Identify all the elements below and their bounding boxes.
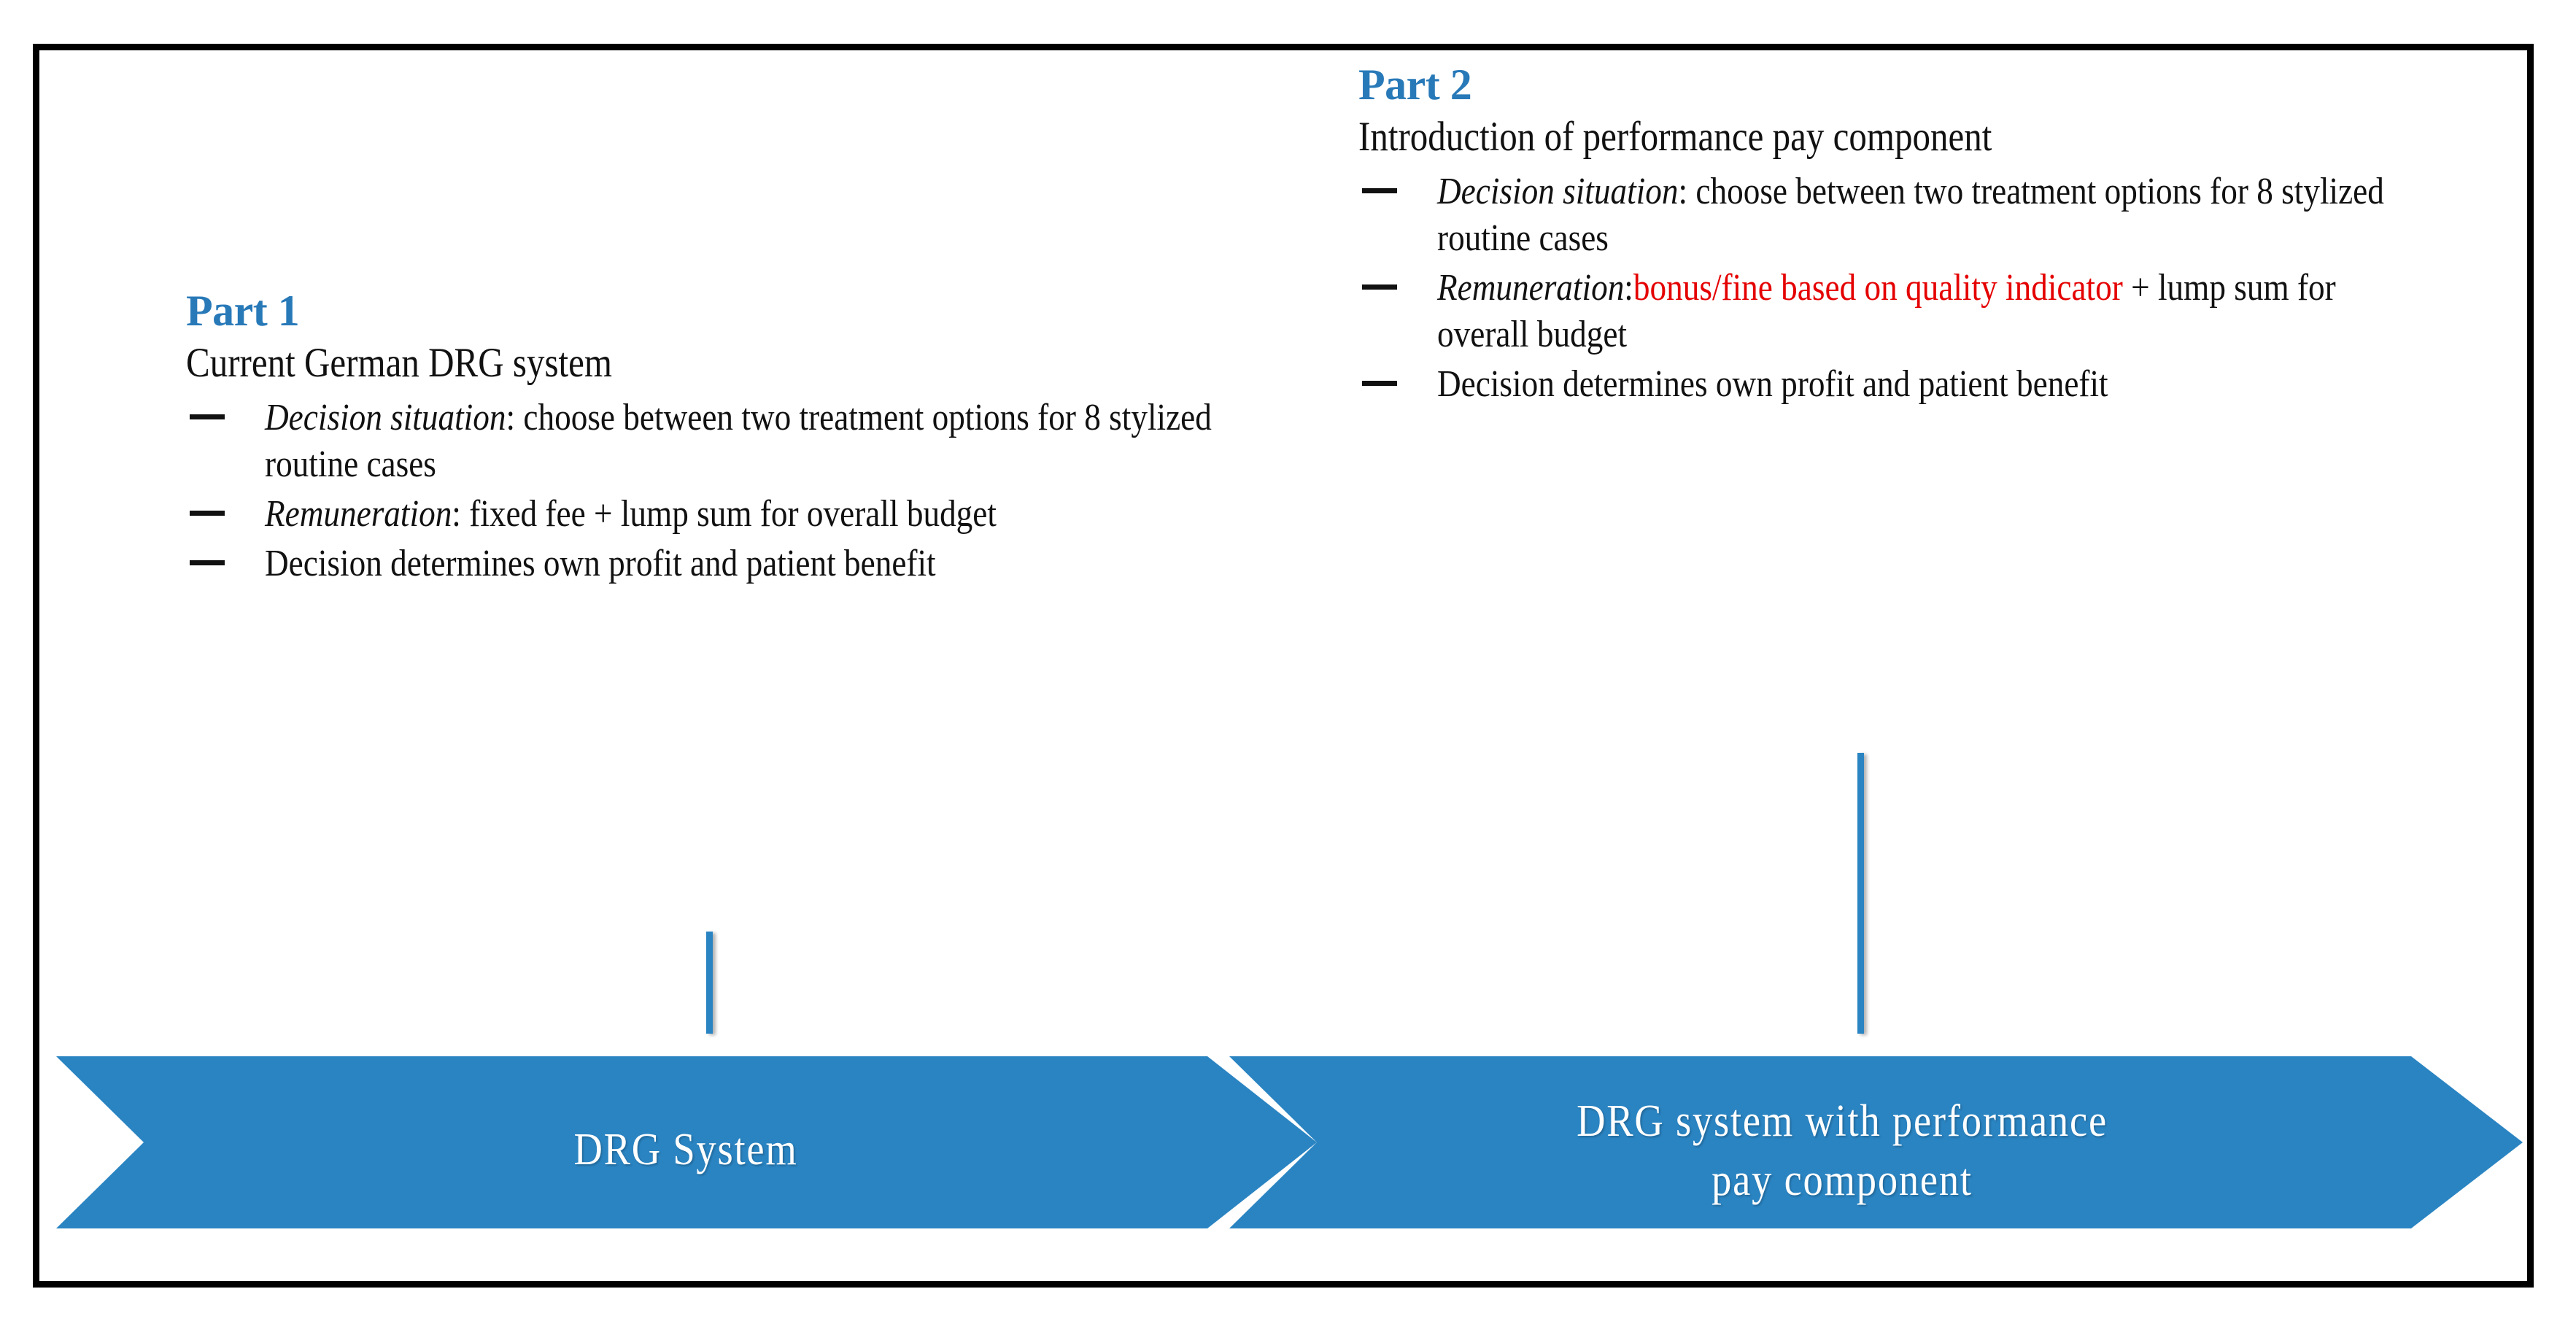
part1-lead-text: Current German DRG system [186,340,613,386]
part2-bullet-3-text: Decision determines own profit and patie… [1437,361,2417,408]
part1-bullet-1-text: Decision situation: choose between two t… [265,395,1237,488]
part2-bullet-1-body: choose between two treatment options for… [1437,171,2384,260]
part1-bullet-2-term: Remuneration [265,493,452,535]
part2-bullet-3: Decision determines own profit and patie… [1358,361,2416,408]
slide-border-frame [33,44,2534,1288]
band-label-stage1-text: DRG System [573,1125,798,1174]
part1-bullet-2-text: Remuneration: fixed fee + lump sum for o… [265,491,1237,538]
connector-line-part2 [1857,753,1864,1034]
part1-bullet-2: Remuneration: fixed fee + lump sum for o… [186,491,1237,538]
part1-bullet-1-term: Decision situation [265,397,506,439]
part2-bullet-2-body: + lump sum for overall budget [1437,267,2336,356]
bullet-dash-icon [1362,284,1397,290]
part2-bullet-2: Remuneration:bonus/fine based on quality… [1358,265,2416,358]
chevron-shape-stage1[interactable] [56,1056,1317,1228]
part2-bullet-1-separator: : [1678,171,1688,213]
part1-bullet-3-body: Decision determines own profit and patie… [265,543,936,585]
part2-bullet-2-highlight: bonus/fine based on quality indicator [1633,267,2123,309]
part2-heading: Part 2 [1358,61,1472,109]
part2-bullet-2-term: Remuneration [1437,267,1625,309]
part2-bullet-1-text: Decision situation: choose between two t… [1437,169,2417,262]
chevron-shape-stage2[interactable] [1229,1056,2523,1228]
part1-bullet-1-body: choose between two treatment options for… [265,397,1212,486]
bullet-dash-icon [1362,188,1397,194]
bullet-dash-icon [190,560,225,566]
process-arrow-svg [56,1056,2523,1228]
band-label-stage2-line2: pay component [1711,1155,1973,1205]
band-label-stage2-line1: DRG system with performance [1577,1096,2108,1146]
band-label-stage1: DRG System [153,1120,1218,1180]
process-arrow-band [33,1050,2535,1234]
part1-bullet-1: Decision situation: choose between two t… [186,395,1237,488]
part2-text-block: Part 2 Introduction of performance pay c… [1358,62,2416,411]
part2-bullet-2-text: Remuneration:bonus/fine based on quality… [1437,265,2417,358]
part1-text-block: Part 1 Current German DRG system Decisio… [186,288,1237,590]
part2-bullet-3-body: Decision determines own profit and patie… [1437,363,2108,406]
part2-bullet-2-separator: : [1624,267,1633,309]
bullet-dash-icon [190,414,225,420]
part1-bullet-2-separator: : [452,493,461,535]
part2-bullet-1-term: Decision situation [1437,171,1679,213]
part2-bullet-1: Decision situation: choose between two t… [1358,169,2416,262]
part1-bullet-2-body: fixed fee + lump sum for overall budget [460,493,997,535]
bullet-dash-icon [1362,381,1397,387]
band-label-stage2: DRG system with performance pay componen… [1280,1092,2404,1209]
part1-bullet-3: Decision determines own profit and patie… [186,541,1237,587]
connector-line-part1 [706,932,713,1034]
part1-bullet-1-separator: : [506,397,516,439]
part2-bullet-list: Decision situation: choose between two t… [1358,169,2416,408]
part1-bullet-3-text: Decision determines own profit and patie… [265,541,1237,587]
part1-heading: Part 1 [186,287,300,335]
part1-bullet-list: Decision situation: choose between two t… [186,395,1237,587]
bullet-dash-icon [190,511,225,516]
part2-lead-text: Introduction of performance pay componen… [1358,114,1992,160]
